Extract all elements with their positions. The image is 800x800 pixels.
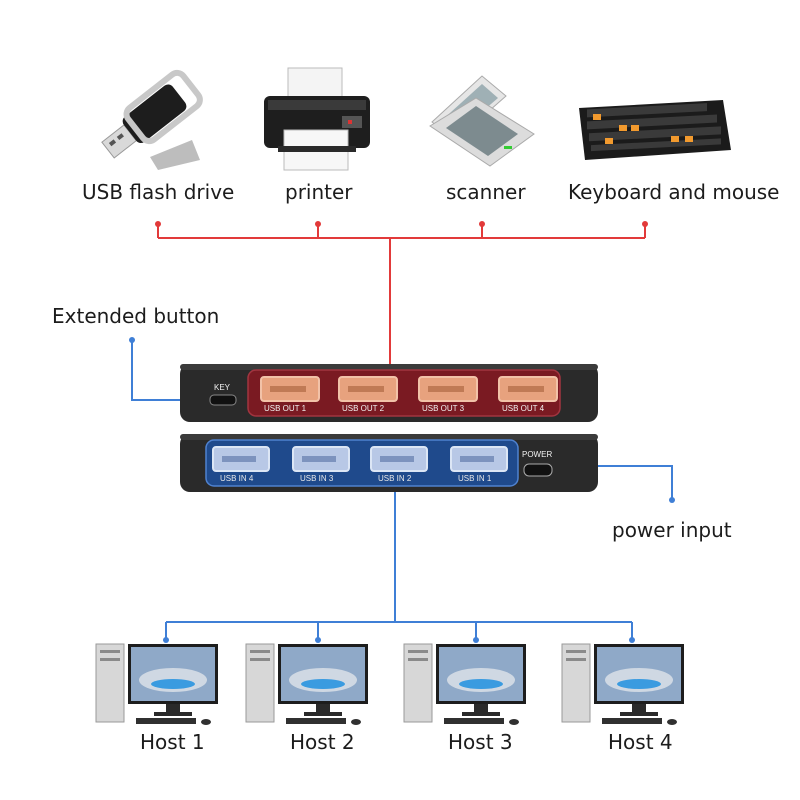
usb-out-3-label: USB OUT 3	[422, 404, 465, 413]
usb-in-port-1[interactable]	[450, 446, 508, 472]
usb-out-1-label: USB OUT 1	[264, 404, 307, 413]
usb-in-port-4[interactable]	[212, 446, 270, 472]
svg-text:KEY: KEY	[214, 383, 231, 392]
host-3-label: Host 3	[448, 730, 513, 754]
power-port-label: POWER	[522, 450, 552, 459]
extended-button-label: Extended button	[52, 304, 220, 328]
usb-in-4-label: USB IN 4	[220, 474, 254, 483]
computer-icon	[403, 643, 527, 726]
svg-text:POWER: POWER	[522, 450, 552, 459]
usb-out-port-3[interactable]	[418, 376, 478, 402]
printer-icon	[264, 67, 370, 171]
scanner-label: scanner	[446, 180, 526, 204]
keyboard-mouse-label: Keyboard and mouse	[568, 180, 780, 204]
usb-in-port-2[interactable]	[370, 446, 428, 472]
usb-out-port-4[interactable]	[498, 376, 558, 402]
usb-flash-drive-label: USB flash drive	[82, 180, 235, 204]
usb-out-port-1[interactable]	[260, 376, 320, 402]
usb-in-1-label: USB IN 1	[458, 474, 492, 483]
usb-in-2-label: USB IN 2	[378, 474, 412, 483]
printer-label: printer	[285, 180, 353, 204]
input-bus-lines	[165, 478, 633, 640]
computer-icon	[561, 643, 685, 726]
switch-input-side: POWER USB IN 4 USB IN 3 USB IN 2 USB IN …	[180, 434, 598, 492]
host-4-label: Host 4	[608, 730, 673, 754]
switch-output-side: KEY USB OUT 1 USB OUT 2 USB OUT 3 USB OU…	[180, 364, 598, 422]
host-1-label: Host 1	[140, 730, 205, 754]
usb-in-3-label: USB IN 3	[300, 474, 334, 483]
computer-icon	[245, 643, 369, 726]
computer-icon	[95, 643, 219, 726]
scanner-icon	[429, 75, 535, 167]
usb-in-port-3[interactable]	[292, 446, 350, 472]
output-bus-dots	[155, 221, 648, 227]
key-port-label: KEY	[214, 383, 231, 392]
keyboard-icon	[579, 100, 731, 160]
usb-out-2-label: USB OUT 2	[342, 404, 385, 413]
power-input-label: power input	[612, 518, 732, 542]
host-2-label: Host 2	[290, 730, 355, 754]
host-computers	[95, 643, 685, 726]
usb-drive-icon	[101, 69, 203, 170]
usb-out-4-label: USB OUT 4	[502, 404, 545, 413]
output-bus-lines	[157, 224, 646, 372]
usb-out-port-2[interactable]	[338, 376, 398, 402]
